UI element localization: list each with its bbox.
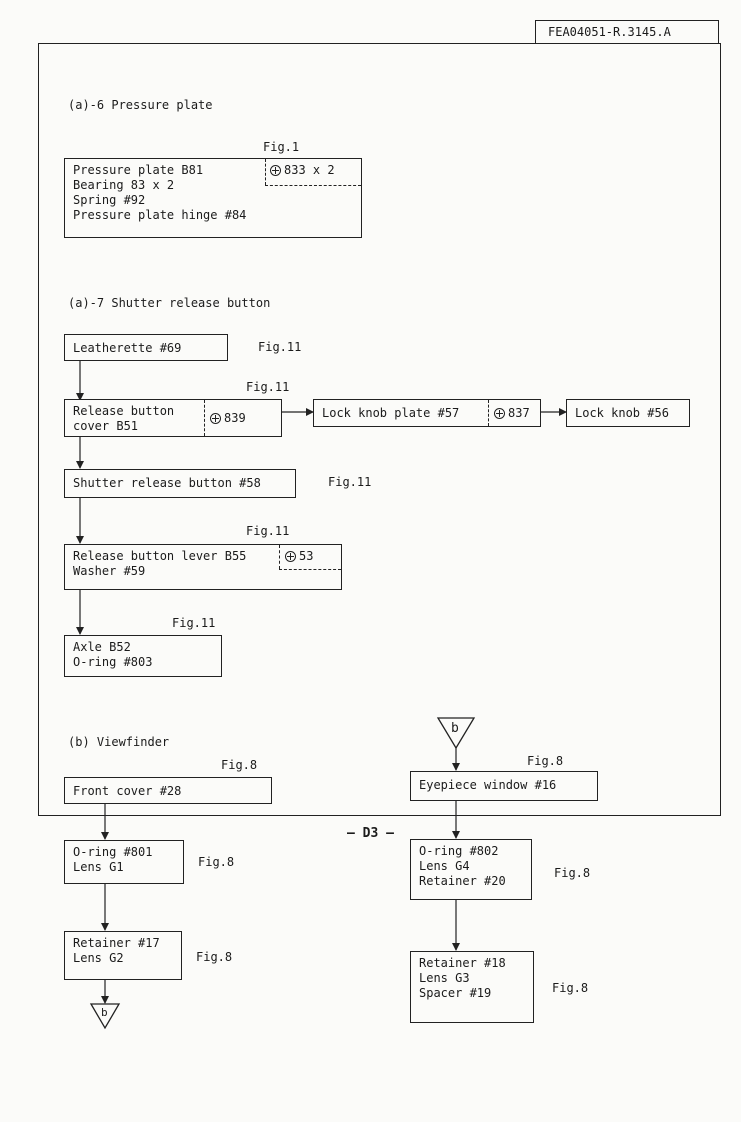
screw-tag-837: 837 — [494, 406, 530, 420]
lock-knob-box: Lock knob #56 — [566, 399, 690, 427]
box-line: Lens G1 — [73, 860, 124, 874]
document-id: FEA04051-R.3145.A — [535, 20, 719, 44]
screw-tag-a6: 833 x 2 — [270, 163, 335, 177]
release-lever-box: Release button lever B55 Washer #59 — [64, 544, 342, 590]
page-frame — [38, 43, 721, 816]
screw-divider — [204, 400, 205, 436]
box-line: O-ring #802 — [419, 844, 499, 858]
screw-icon — [210, 413, 221, 424]
box-line: Pressure plate B81 — [73, 163, 204, 177]
fig-ref-leatherette: Fig.11 — [258, 340, 302, 354]
screw-divider — [265, 159, 266, 185]
screw-tag-53: 53 — [285, 549, 313, 563]
box-line: Retainer #17 — [73, 936, 160, 950]
page-number: — D3 — — [347, 826, 394, 841]
box-line: Washer #59 — [73, 564, 146, 578]
box-line: Pressure plate hinge #84 — [73, 208, 247, 222]
box-line: Lens G2 — [73, 951, 124, 965]
fig-ref-retainer-17: Fig.8 — [196, 950, 233, 964]
retainer-17-box: Retainer #17 Lens G2 — [64, 931, 182, 980]
screw-divider — [265, 185, 361, 186]
fig-ref-shutter-button: Fig.11 — [328, 475, 372, 489]
box-line: Lens G4 — [419, 859, 470, 873]
box-line: Release button — [73, 404, 175, 418]
box-line: Spacer #19 — [419, 986, 492, 1000]
connector-label-top: b — [451, 721, 459, 736]
axle-box: Axle B52 O-ring #803 — [64, 635, 222, 677]
screw-divider — [279, 545, 280, 569]
box-line: Retainer #18 — [419, 956, 506, 970]
connector-label-bottom: b — [101, 1006, 108, 1019]
leatherette-box: Leatherette #69 — [64, 334, 228, 361]
fig-ref-eyepiece: Fig.8 — [527, 754, 564, 768]
heading-b: (b) Viewfinder — [68, 735, 170, 749]
box-line: cover B51 — [73, 419, 139, 433]
box-line: Spring #92 — [73, 193, 146, 207]
fig-ref-oring-801: Fig.8 — [198, 855, 235, 869]
fig-ref-oring-802: Fig.8 — [554, 866, 591, 880]
screw-icon — [270, 165, 281, 176]
box-line: Retainer #20 — [419, 874, 506, 888]
box-line: O-ring #803 — [73, 655, 153, 669]
oring-801-box: O-ring #801 Lens G1 — [64, 840, 184, 884]
box-line: Release button lever B55 — [73, 549, 247, 563]
fig-ref-axle: Fig.11 — [172, 616, 216, 630]
pressure-plate-box: Pressure plate B81 Bearing 83 x 2 Spring… — [64, 158, 362, 238]
front-cover-box: Front cover #28 — [64, 777, 272, 804]
heading-a6: (a)-6 Pressure plate — [68, 98, 213, 112]
fig-ref-a6: Fig.1 — [263, 140, 300, 154]
screw-tag-839: 839 — [210, 411, 246, 425]
release-cover-box: Release button cover B51 — [64, 399, 282, 437]
box-line: Axle B52 — [73, 640, 131, 654]
lock-knob-plate-label: Lock knob plate #57 — [322, 406, 460, 420]
box-line: O-ring #801 — [73, 845, 153, 859]
box-line: Bearing 83 x 2 — [73, 178, 175, 192]
fig-ref-front-cover: Fig.8 — [221, 758, 258, 772]
retainer-18-box: Retainer #18 Lens G3 Spacer #19 — [410, 951, 534, 1023]
screw-divider — [488, 400, 489, 426]
fig-ref-retainer-18: Fig.8 — [552, 981, 589, 995]
heading-a7: (a)-7 Shutter release button — [68, 296, 271, 310]
screw-icon — [494, 408, 505, 419]
box-line: Lens G3 — [419, 971, 470, 985]
eyepiece-window-box: Eyepiece window #16 — [410, 771, 598, 801]
fig-ref-release-lever: Fig.11 — [246, 524, 290, 538]
oring-802-box: O-ring #802 Lens G4 Retainer #20 — [410, 839, 532, 900]
fig-ref-release-cover: Fig.11 — [246, 380, 290, 394]
screw-icon — [285, 551, 296, 562]
screw-divider — [279, 569, 341, 570]
shutter-release-button-box: Shutter release button #58 — [64, 469, 296, 498]
